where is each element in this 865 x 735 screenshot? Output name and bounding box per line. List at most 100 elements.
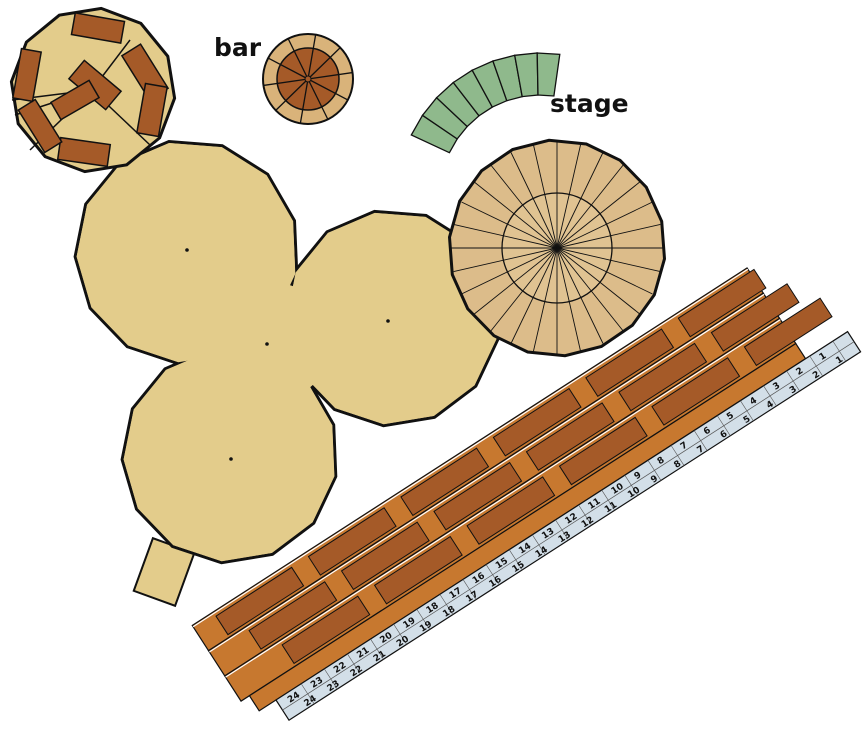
stage-label: stage <box>550 89 629 118</box>
stage-plank-line <box>453 247 558 273</box>
ruler-lower-number: 1 <box>834 355 845 367</box>
stage-steps <box>410 52 561 154</box>
ruler-lower-number: 6 <box>719 429 730 441</box>
stage-plank-line <box>556 164 624 249</box>
bench-seat <box>558 416 648 486</box>
ruler-lower-number: 7 <box>696 444 707 456</box>
main-floor-area <box>73 139 500 608</box>
stage-plank-line <box>532 144 558 249</box>
stage-plank-line <box>556 181 641 249</box>
bench-seat <box>307 507 397 576</box>
bar-segment-line <box>263 78 309 87</box>
ruler-tick <box>717 415 731 436</box>
stage-plank-line <box>461 201 558 249</box>
center-marker <box>229 457 233 461</box>
bench-seat <box>585 328 675 397</box>
stage-plank-line <box>556 201 653 249</box>
ruler-tick <box>324 668 338 690</box>
bar-segment-line <box>267 57 309 80</box>
bar-segment-line <box>275 78 309 111</box>
bench-seat <box>743 297 833 367</box>
bench-seat <box>248 581 338 650</box>
stage-plank-line <box>490 247 558 332</box>
ruler-tick <box>670 445 685 466</box>
ruler-upper-number: 7 <box>679 440 690 452</box>
stage-plank-line <box>510 152 558 249</box>
lounge-seating-area <box>9 6 177 174</box>
lounge-table <box>135 82 169 138</box>
center-marker <box>185 248 189 252</box>
ruler-tick <box>763 385 777 407</box>
stage-plank-line <box>461 247 558 295</box>
ruler-tick <box>439 594 454 615</box>
ruler-lower-number: 8 <box>672 459 683 471</box>
ruler-tick <box>809 355 824 377</box>
stage-platform <box>447 138 667 358</box>
stage-plank-line <box>490 164 558 249</box>
ruler-tick <box>485 564 500 585</box>
stage-plank-line <box>473 247 558 315</box>
stage-plank-line <box>556 247 582 352</box>
bench-seat <box>373 535 463 605</box>
stage-plank-line <box>556 152 604 249</box>
bench-seat <box>525 402 615 471</box>
bar-segment-line <box>307 71 353 80</box>
bench-seat <box>215 566 305 636</box>
bench-seat <box>677 268 767 338</box>
bar-segment-line <box>307 78 329 120</box>
stage-plank-line <box>453 223 558 249</box>
ruler-tick <box>300 683 315 705</box>
lounge-table <box>49 79 101 121</box>
stage-plank-line <box>556 247 661 273</box>
bench-seat <box>618 342 708 412</box>
lounge-table <box>56 136 112 168</box>
center-marker <box>265 342 269 346</box>
stage-plank-line <box>556 144 582 249</box>
bench-seat <box>433 461 523 531</box>
bench-seat <box>400 447 490 517</box>
ruler-tick <box>347 653 361 675</box>
bench-seat <box>340 521 430 591</box>
ruler-lower-number: 9 <box>649 474 660 486</box>
bench-edge-highlight <box>209 293 765 653</box>
ruler-upper-number: 5 <box>725 411 736 423</box>
bench-edge-highlight <box>225 319 781 678</box>
ruler-tick <box>832 340 847 362</box>
stage-plank-line <box>556 247 653 295</box>
ruler-tick <box>555 519 569 541</box>
ruler-lower-number: 5 <box>742 414 753 426</box>
stage-plank-line <box>473 181 558 249</box>
ruler-tick <box>509 549 523 571</box>
lounge-table <box>11 47 43 103</box>
bench-seat <box>651 357 741 426</box>
bench-row-group: 2423222120191817161514131211109876543212… <box>191 267 862 722</box>
bar-segment-line <box>307 78 349 101</box>
bar-segment-line <box>299 78 309 124</box>
bar-segment-line <box>307 34 317 80</box>
bench-edge-highlight <box>192 268 749 628</box>
bar-label: bar <box>214 33 262 62</box>
center-marker <box>386 319 390 323</box>
stage-plank-line <box>556 247 604 344</box>
ruler-tick <box>601 489 615 511</box>
floor-center-fill <box>187 252 392 455</box>
ruler-tick <box>786 370 800 392</box>
bar-segment-line <box>287 38 309 80</box>
stage-step-segment <box>536 52 561 97</box>
ruler-tick <box>624 475 639 496</box>
ruler-lower-number: 4 <box>765 399 776 411</box>
lounge-table <box>70 11 126 45</box>
ruler-tick <box>647 460 662 481</box>
ruler-tick <box>740 400 754 422</box>
stage-plank-line <box>510 247 558 344</box>
lounge-table <box>17 98 63 154</box>
ruler-upper-number: 8 <box>656 455 667 467</box>
stage-plank-line <box>556 223 661 249</box>
ruler-tick <box>370 638 384 660</box>
ruler-tick <box>693 430 708 451</box>
ruler-tick <box>393 623 407 645</box>
bench-seat <box>281 595 371 665</box>
ruler-upper-number: 3 <box>771 381 782 393</box>
ruler-upper-number: 1 <box>818 351 829 363</box>
